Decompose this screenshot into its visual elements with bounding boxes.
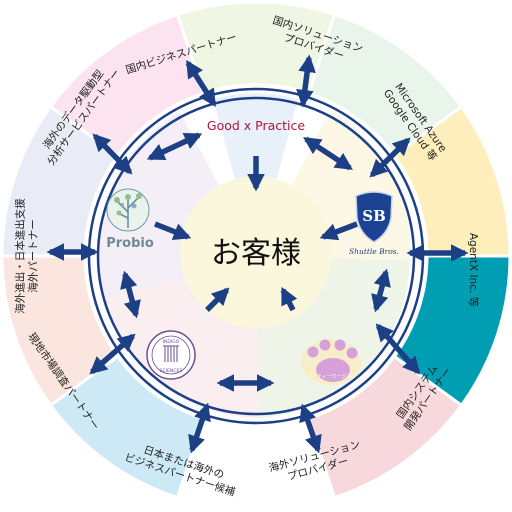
outer-segment-label-line: AgentX Inc. 等 <box>467 233 480 308</box>
outer-segment-label-line: 海外パートナー <box>27 219 40 293</box>
indigo-label-top: INDIGO <box>163 339 180 345</box>
double-arrow <box>92 133 133 175</box>
double-arrow <box>89 333 136 375</box>
double-arrow <box>371 268 391 313</box>
indigo-label-bottom: SCIENCES <box>160 368 183 374</box>
outer-segment-9 <box>48 12 206 158</box>
arrow-to-center <box>153 221 192 241</box>
shuttle-bros-emblem: SB <box>362 207 386 225</box>
double-arrow <box>369 137 411 178</box>
outer-segment-label-8: 海外進出・日本進出支援海外パートナー <box>14 198 40 314</box>
partner-indigo-sciences: INDIGO SCIENCES <box>146 330 196 380</box>
double-arrow <box>185 60 217 107</box>
double-arrow <box>303 136 353 171</box>
partner-probio: Probio <box>106 188 154 251</box>
partner-good-practice-label: Good x Practice <box>207 118 305 133</box>
partner-shuttle-bros: SB Shuttle Bros. <box>349 191 399 256</box>
probio-label: Probio <box>106 236 154 251</box>
arrow-to-center <box>205 287 230 312</box>
shuttle-bros-name: Shuttle Bros. <box>349 247 399 256</box>
arrows <box>46 54 469 454</box>
double-arrow <box>375 323 421 375</box>
partner-paw: ティーワークス <box>301 339 361 385</box>
outer-segment-label-3: AgentX Inc. 等 <box>467 233 480 308</box>
shield-icon <box>355 191 393 243</box>
double-arrow <box>299 403 322 454</box>
arrow-to-center <box>319 221 358 241</box>
arrow-to-center <box>280 286 298 312</box>
center-label: お客様 <box>211 236 301 271</box>
paw-label: ティーワークス <box>317 374 352 380</box>
double-arrow <box>296 54 316 108</box>
double-arrow <box>188 402 211 454</box>
outer-segment-label-line: 海外進出・日本進出支援 <box>14 198 27 314</box>
double-arrow <box>146 132 203 161</box>
paw-pad-icon <box>316 358 350 382</box>
double-arrow <box>120 270 141 319</box>
